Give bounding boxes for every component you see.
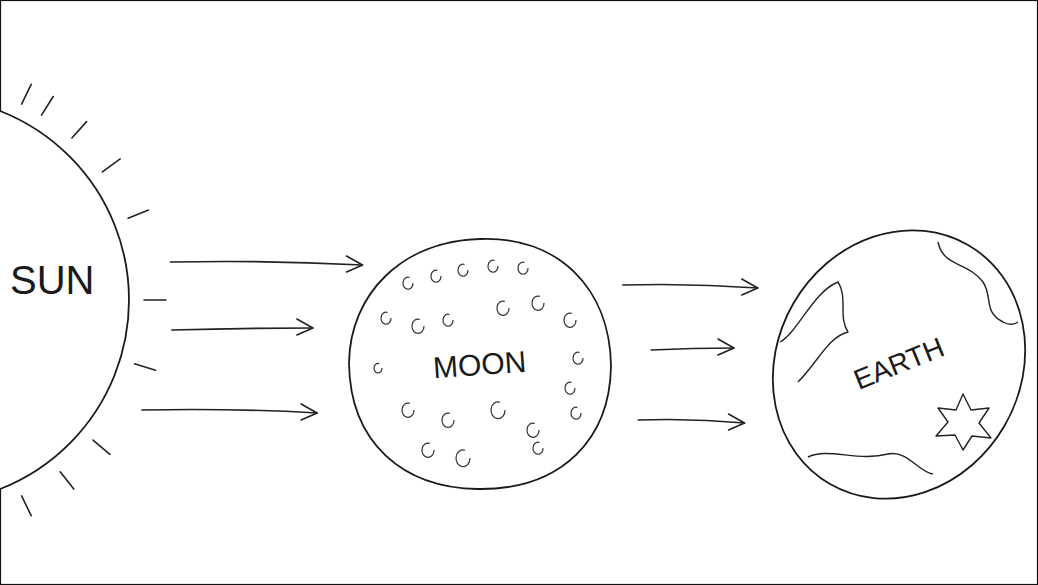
arrow-head: [347, 256, 363, 272]
sun-ray: [93, 440, 110, 454]
moon-crater: [458, 264, 468, 276]
moon-crater: [381, 312, 391, 324]
sun-ray: [42, 97, 54, 116]
moon-crater: [431, 270, 441, 282]
earth-continent: [938, 242, 1018, 324]
moon-circle: MOON: [348, 238, 612, 490]
sun-outline: [0, 97, 129, 503]
arrow-line: [142, 409, 317, 413]
moon-crater: [456, 450, 470, 467]
arrow-line: [651, 348, 734, 350]
earth-continent: [780, 282, 848, 382]
earth-continent: [808, 453, 933, 474]
sun-ray: [128, 210, 148, 218]
arrow-head: [718, 339, 734, 355]
arrow-connector: [170, 256, 362, 272]
moon-crater: [403, 277, 413, 289]
moon-crater: [532, 296, 544, 310]
earth-outline: [724, 184, 1038, 545]
moon-crater: [443, 314, 453, 326]
moon-crater: [518, 262, 528, 274]
arrow-head: [742, 279, 758, 295]
moon-crater: [412, 319, 424, 333]
node-label: MOON: [432, 344, 527, 383]
sun-ray: [22, 84, 32, 104]
node-label: SUN: [10, 258, 94, 302]
moon-crater: [497, 301, 509, 315]
arrow-connector: [142, 404, 317, 420]
sun-ray: [144, 299, 166, 301]
sun-circle: SUN: [0, 96, 130, 504]
sun-ray: [72, 122, 87, 138]
arrow-head: [297, 319, 313, 335]
arrow-line: [638, 419, 744, 423]
arrow-connector: [638, 414, 744, 430]
moon-crater: [533, 442, 543, 454]
arrow-line: [170, 261, 362, 265]
arrow-head: [729, 414, 745, 430]
sun-ray: [135, 364, 156, 371]
arrow-connector: [623, 279, 758, 295]
moon-crater: [488, 260, 498, 272]
moon-crater: [491, 402, 505, 419]
sun-ray: [60, 472, 74, 489]
moon-crater: [402, 403, 414, 417]
arrow-connector: [172, 319, 313, 335]
moon-crater: [564, 313, 576, 327]
arrow-line: [623, 284, 758, 288]
sun-ray: [102, 159, 120, 172]
earth-oval: EARTH: [768, 222, 1030, 507]
arrow-connector: [651, 339, 734, 355]
moon-outline: [349, 239, 611, 489]
moon-crater: [374, 363, 382, 373]
earth-continent: [936, 394, 991, 450]
moon-crater: [527, 423, 539, 437]
moon-crater: [571, 407, 581, 419]
moon-crater: [573, 352, 583, 364]
moon-crater: [442, 413, 454, 427]
moon-crater: [565, 382, 575, 394]
arrow-head: [301, 404, 317, 420]
sun-ray: [22, 496, 32, 516]
arrow-line: [172, 328, 313, 330]
moon-crater: [422, 443, 434, 457]
